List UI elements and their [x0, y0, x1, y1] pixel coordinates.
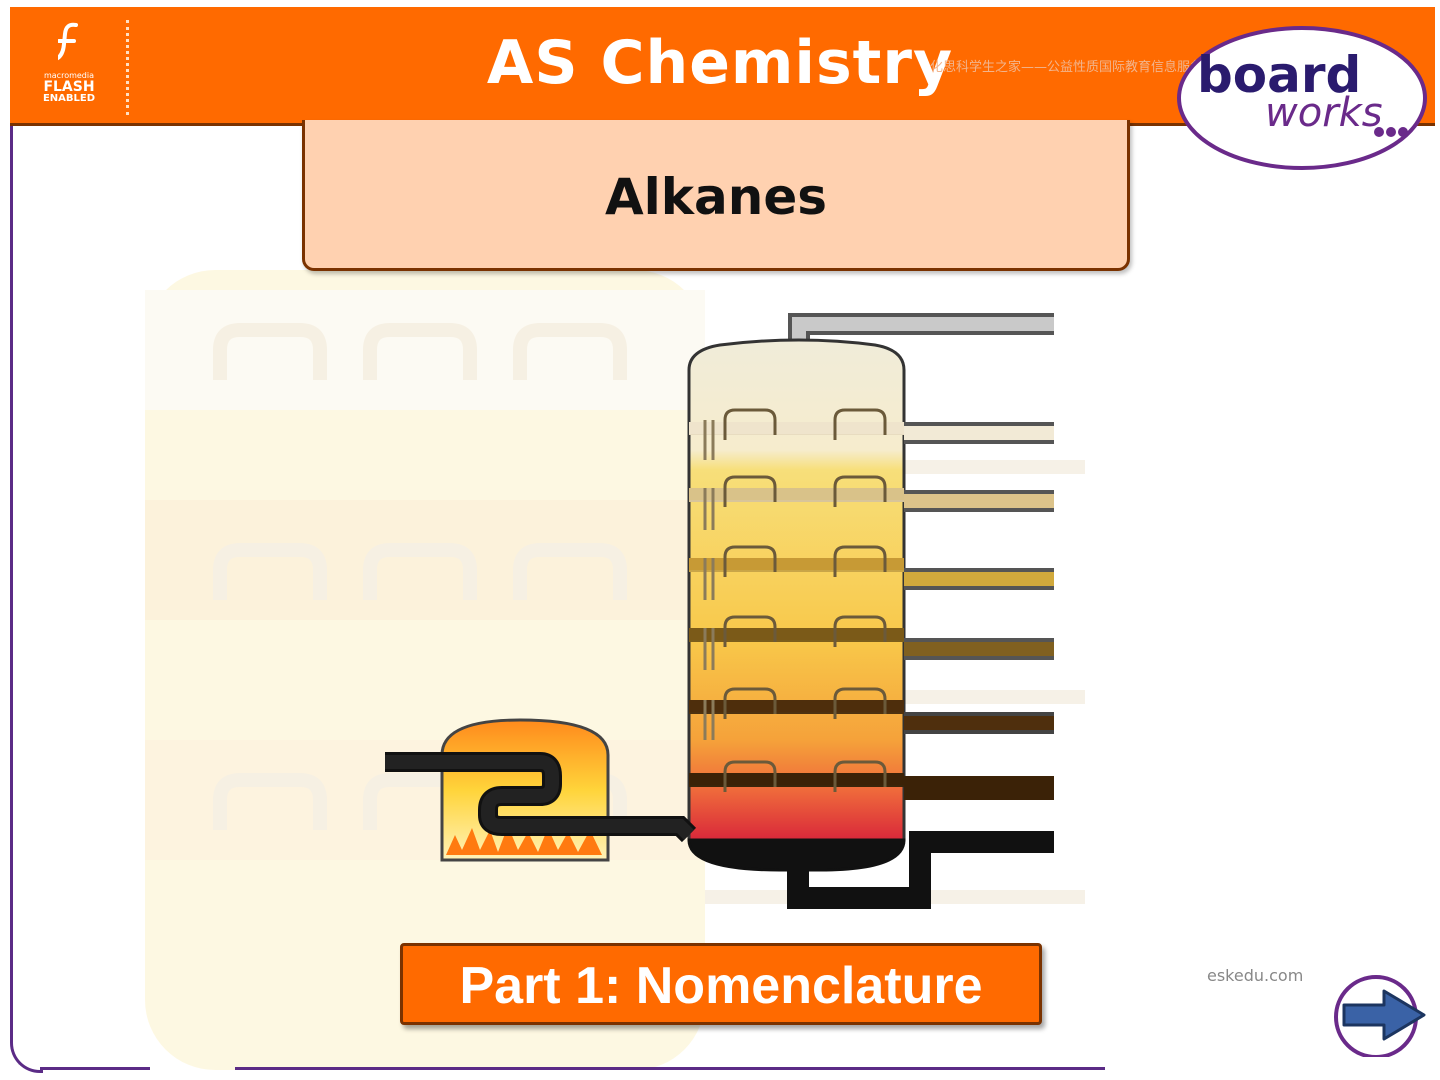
next-arrow-button[interactable] [1330, 975, 1430, 1057]
header-separator [126, 20, 129, 115]
site-watermark: eskedu.com [1207, 966, 1304, 985]
fractional-distillation-column-icon [385, 313, 1054, 909]
part-1-button-label: Part 1: Nomenclature [459, 957, 983, 1015]
slide-frame-bottom [40, 1067, 150, 1070]
header-title: AS Chemistry [486, 28, 954, 98]
flash-logo-line1: macromedia [43, 71, 95, 80]
boardworks-logo: board works [1177, 26, 1427, 170]
slide-frame-left [10, 120, 43, 1073]
background-column-watermark [145, 270, 1085, 1070]
watermark-text: 化思科学生之家——公益性质国际教育信息服务平台 [930, 60, 1230, 75]
furnace-icon [385, 718, 697, 862]
logo-word-board: board [1197, 46, 1361, 104]
next-arrow-icon [1342, 989, 1426, 1041]
flash-logo-line3: ENABLED [42, 93, 96, 104]
logo-word-works: works [1265, 90, 1383, 136]
flash-logo: macromedia FLASH ENABLED [36, 22, 102, 112]
slide-frame-bottom [235, 1067, 1105, 1070]
page-title: Alkanes [604, 168, 828, 226]
flash-logo-line2: FLASH [43, 79, 95, 95]
flash-logo-icon [58, 22, 78, 61]
part-1-button[interactable]: Part 1: Nomenclature [400, 943, 1042, 1025]
title-box: Alkanes [302, 120, 1130, 271]
